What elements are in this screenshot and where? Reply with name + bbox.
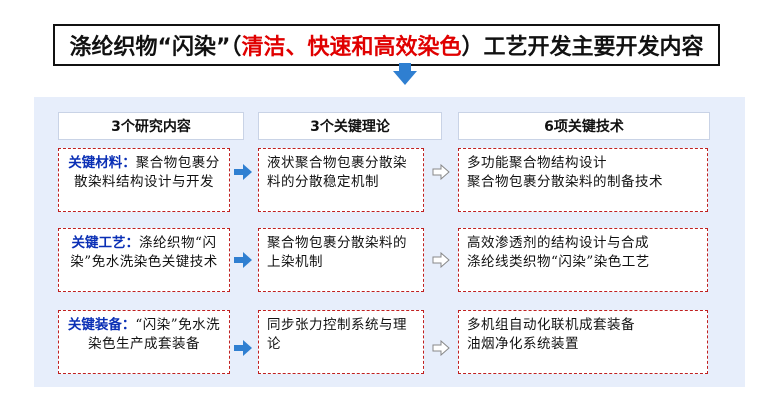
research-cell-materials: 关键材料：聚合物包裹分散染料结构设计与开发 — [58, 148, 230, 212]
theory-cell-3: 同步张力控制系统与理论 — [258, 310, 424, 374]
tech-line-3a: 多机组自动化联机成套装备 — [467, 317, 635, 333]
arrow-right-solid-icon — [234, 164, 252, 180]
research-cell-process: 关键工艺：涤纶织物“闪染”免水洗染色关键技术 — [58, 228, 230, 292]
diagram-title: 涤纶织物“闪染”（清洁、快速和高效染色）工艺开发主要开发内容 — [53, 24, 720, 66]
column-header-research: 3个研究内容 — [58, 112, 244, 140]
theory-text-2: 聚合物包裹分散染料的上染机制 — [267, 235, 407, 270]
theory-text-3: 同步张力控制系统与理论 — [267, 317, 407, 352]
keyword-equipment: 关键装备： — [67, 317, 136, 333]
arrow-right-solid-icon — [234, 252, 252, 268]
title-suffix: ）工艺开发主要开发内容 — [461, 35, 704, 60]
tech-line-2b: 涤纶线类织物“闪染”染色工艺 — [467, 254, 650, 270]
arrow-right-solid-icon — [234, 340, 252, 356]
title-highlight: 清洁、快速和高效染色 — [241, 35, 462, 60]
tech-cell-2: 高效渗透剂的结构设计与合成 涤纶线类织物“闪染”染色工艺 — [458, 228, 708, 292]
tech-line-2a: 高效渗透剂的结构设计与合成 — [467, 235, 649, 251]
theory-cell-1: 液状聚合物包裹分散染料的分散稳定机制 — [258, 148, 424, 212]
column-header-tech: 6项关键技术 — [458, 112, 710, 140]
arrow-right-hollow-icon — [432, 340, 450, 356]
column-header-theory: 3个关键理论 — [258, 112, 442, 140]
tech-cell-1: 多功能聚合物结构设计 聚合物包裹分散染料的制备技术 — [458, 148, 708, 212]
research-text-process: 涤纶织物“闪染”免水洗染色关键技术 — [70, 235, 218, 270]
theory-cell-2: 聚合物包裹分散染料的上染机制 — [258, 228, 424, 292]
keyword-materials: 关键材料： — [68, 155, 136, 171]
arrow-right-hollow-icon — [432, 252, 450, 268]
title-prefix: 涤纶织物“闪染”（ — [69, 35, 242, 60]
tech-line-1b: 聚合物包裹分散染料的制备技术 — [467, 174, 663, 190]
down-arrow-icon — [393, 63, 417, 85]
tech-cell-3: 多机组自动化联机成套装备 油烟净化系统装置 — [458, 310, 708, 374]
research-text-equipment: “闪染”免水洗染色生产成套装备 — [88, 317, 221, 352]
research-text-materials: 聚合物包裹分散染料结构设计与开发 — [74, 155, 220, 190]
arrow-right-hollow-icon — [432, 164, 450, 180]
theory-text-1: 液状聚合物包裹分散染料的分散稳定机制 — [267, 155, 407, 190]
research-cell-equipment: 关键装备：“闪染”免水洗染色生产成套装备 — [58, 310, 230, 374]
keyword-process: 关键工艺： — [71, 235, 140, 251]
tech-line-1a: 多功能聚合物结构设计 — [467, 155, 607, 171]
tech-line-3b: 油烟净化系统装置 — [467, 336, 579, 352]
